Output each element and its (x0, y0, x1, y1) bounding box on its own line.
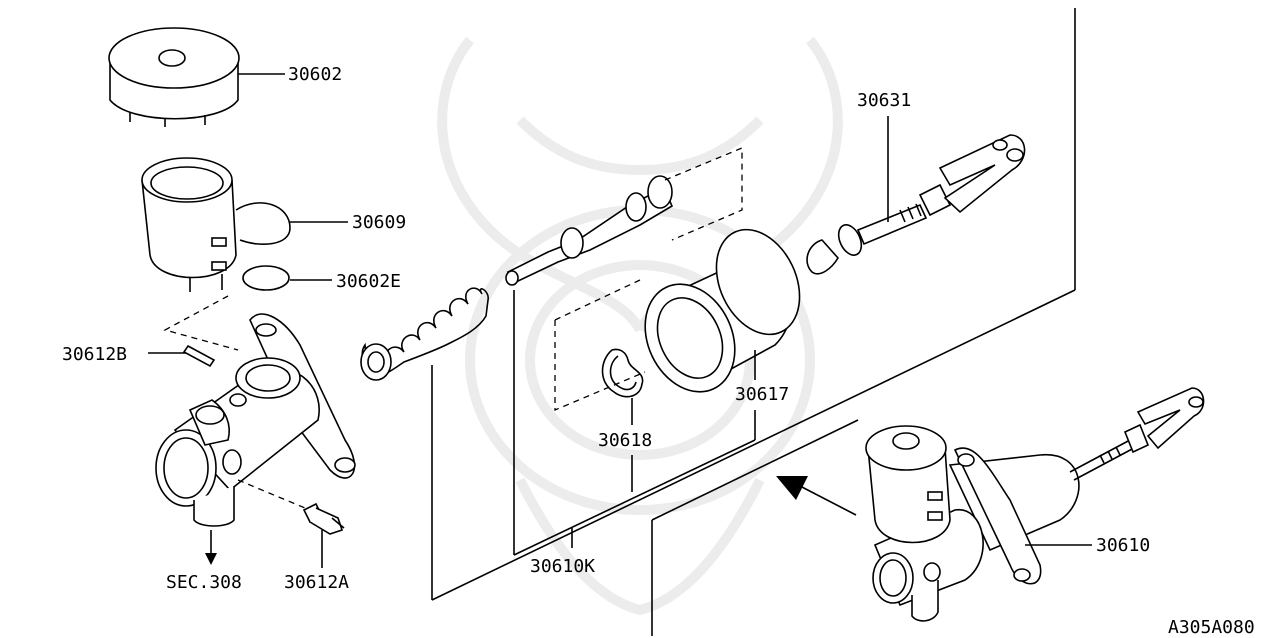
pin-part (182, 344, 216, 368)
reservoir-tank-part (141, 157, 291, 292)
watermark-logo (437, 36, 843, 616)
reservoir-cap-part (108, 27, 240, 127)
piston-boot-part (644, 228, 801, 393)
diagram-code: A305A080 (1168, 617, 1255, 638)
push-rod-part (806, 134, 1026, 275)
guide-dash-clip (554, 279, 646, 411)
label-sec308: SEC.308 (166, 572, 242, 593)
arrow-pointer-icon (776, 476, 857, 516)
label-30612B: 30612B (62, 344, 127, 365)
kit-bracket-lines (431, 8, 1076, 636)
label-30618: 30618 (598, 430, 652, 451)
label-30602E: 30602E (336, 271, 401, 292)
piston-rod-part (505, 175, 674, 286)
label-30612A: 30612A (284, 572, 349, 593)
clip-part (601, 348, 644, 398)
label-30617: 30617 (735, 384, 789, 405)
cylinder-body-part (155, 313, 356, 527)
arrow-down-icon (205, 530, 217, 565)
label-30609: 30609 (352, 212, 406, 233)
label-30610: 30610 (1096, 535, 1150, 556)
guide-dash-tank (163, 295, 239, 351)
seal-part (242, 265, 290, 291)
label-30602: 30602 (288, 64, 342, 85)
spring-part (360, 287, 489, 381)
bleeder-part (302, 502, 345, 535)
label-30610K: 30610K (530, 556, 595, 577)
label-30631: 30631 (857, 90, 911, 111)
master-cylinder-assembly-part (865, 387, 1205, 622)
guide-dash-rod (664, 147, 743, 241)
guide-dash-bleeder (237, 479, 306, 509)
